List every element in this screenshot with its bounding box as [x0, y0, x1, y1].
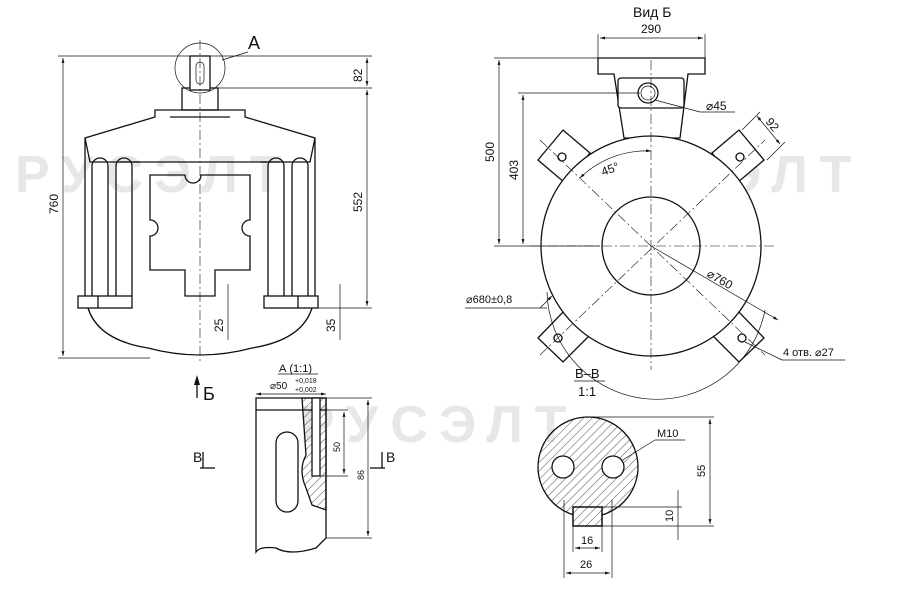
detail-threaded-hole — [311, 397, 321, 477]
section-hole-left — [551, 455, 575, 479]
view-b-title: Вид Б — [633, 4, 671, 20]
holes-text: 4 отв. ⌀27 — [783, 347, 834, 359]
front-view: А 760 82 — [47, 33, 372, 404]
detail-a: А (1:1) ⌀50 +0,018 +0,002 50 86 В В — [193, 363, 395, 555]
lug-bottom-right-hole — [737, 333, 747, 343]
fin-right-2 — [291, 157, 309, 296]
view-b-arrow-head — [194, 375, 200, 385]
section-title: В–В — [575, 366, 600, 381]
angle-45-text: 45° — [599, 159, 621, 178]
holes-leader — [744, 341, 783, 361]
dia-680-text: ⌀680±0,8 — [466, 294, 512, 306]
bracket-hole-inner — [640, 85, 656, 101]
lug-top-right-hole — [735, 152, 745, 162]
dim-25-text: 25 — [212, 318, 226, 332]
section-bb: В–В 1:1 M10 55 10 16 26 — [537, 366, 714, 578]
dim-760-text: 760 — [47, 194, 61, 214]
section-scale: 1:1 — [578, 384, 596, 399]
top-cover — [84, 109, 316, 163]
angle-45-arc — [579, 149, 652, 179]
shaft-dia-text: ⌀50 — [270, 381, 288, 392]
callout-a-label: А — [248, 33, 260, 53]
dim-82-text: 82 — [351, 68, 365, 82]
view-b-arrow-label: Б — [203, 384, 215, 404]
foot-right — [263, 295, 319, 309]
dim-16-text: 16 — [581, 535, 593, 547]
foot-left — [77, 295, 133, 309]
fin-left-2 — [115, 157, 133, 296]
dim-35-text: 35 — [324, 318, 338, 332]
central-opening — [149, 174, 251, 297]
cut-left-label: В — [193, 449, 202, 465]
m10-text: M10 — [657, 428, 678, 440]
dim-55-text: 55 — [696, 465, 708, 477]
m10-leader — [620, 439, 656, 462]
detail-a-title: А (1:1) — [279, 363, 312, 375]
dim-552-text: 552 — [351, 192, 365, 212]
hole-45-leader — [654, 99, 701, 113]
detail-keyway-slot — [275, 431, 299, 513]
fin-left-1 — [91, 157, 109, 296]
dim-50-text: 50 — [332, 442, 342, 452]
view-b-diag-cl-2 — [539, 139, 766, 356]
view-b: Вид Б 290 500 403 — [465, 4, 845, 400]
dim-92-text: 92 — [763, 115, 783, 134]
dim-92-ext-2 — [766, 141, 786, 161]
lug-bottom-left-hole — [553, 333, 563, 343]
hole-45-text: ⌀45 — [706, 99, 727, 113]
detail-shaft-body — [255, 397, 327, 555]
dim-500-text: 500 — [483, 142, 497, 162]
dim-92-ext-1 — [741, 111, 761, 131]
cut-right-label: В — [386, 449, 395, 465]
view-b-diag-cl-1 — [539, 139, 766, 356]
dim-403-text: 403 — [507, 160, 521, 180]
dia-680-arc — [546, 291, 766, 400]
shaft-tol-upper: +0,018 — [295, 378, 317, 385]
section-key-hatch — [572, 506, 603, 527]
fin-right-1 — [267, 157, 285, 296]
dim-10-text: 10 — [664, 510, 676, 522]
dim-290-text: 290 — [641, 22, 661, 36]
dim-26-text: 26 — [580, 559, 592, 571]
section-hole-right — [601, 455, 625, 479]
dim-92-line — [756, 115, 781, 145]
dim-86-text: 86 — [356, 470, 366, 480]
shaft-tol-lower: +0,002 — [295, 387, 317, 394]
dia-760-line — [650, 245, 779, 321]
dia-680-leader — [539, 295, 553, 309]
